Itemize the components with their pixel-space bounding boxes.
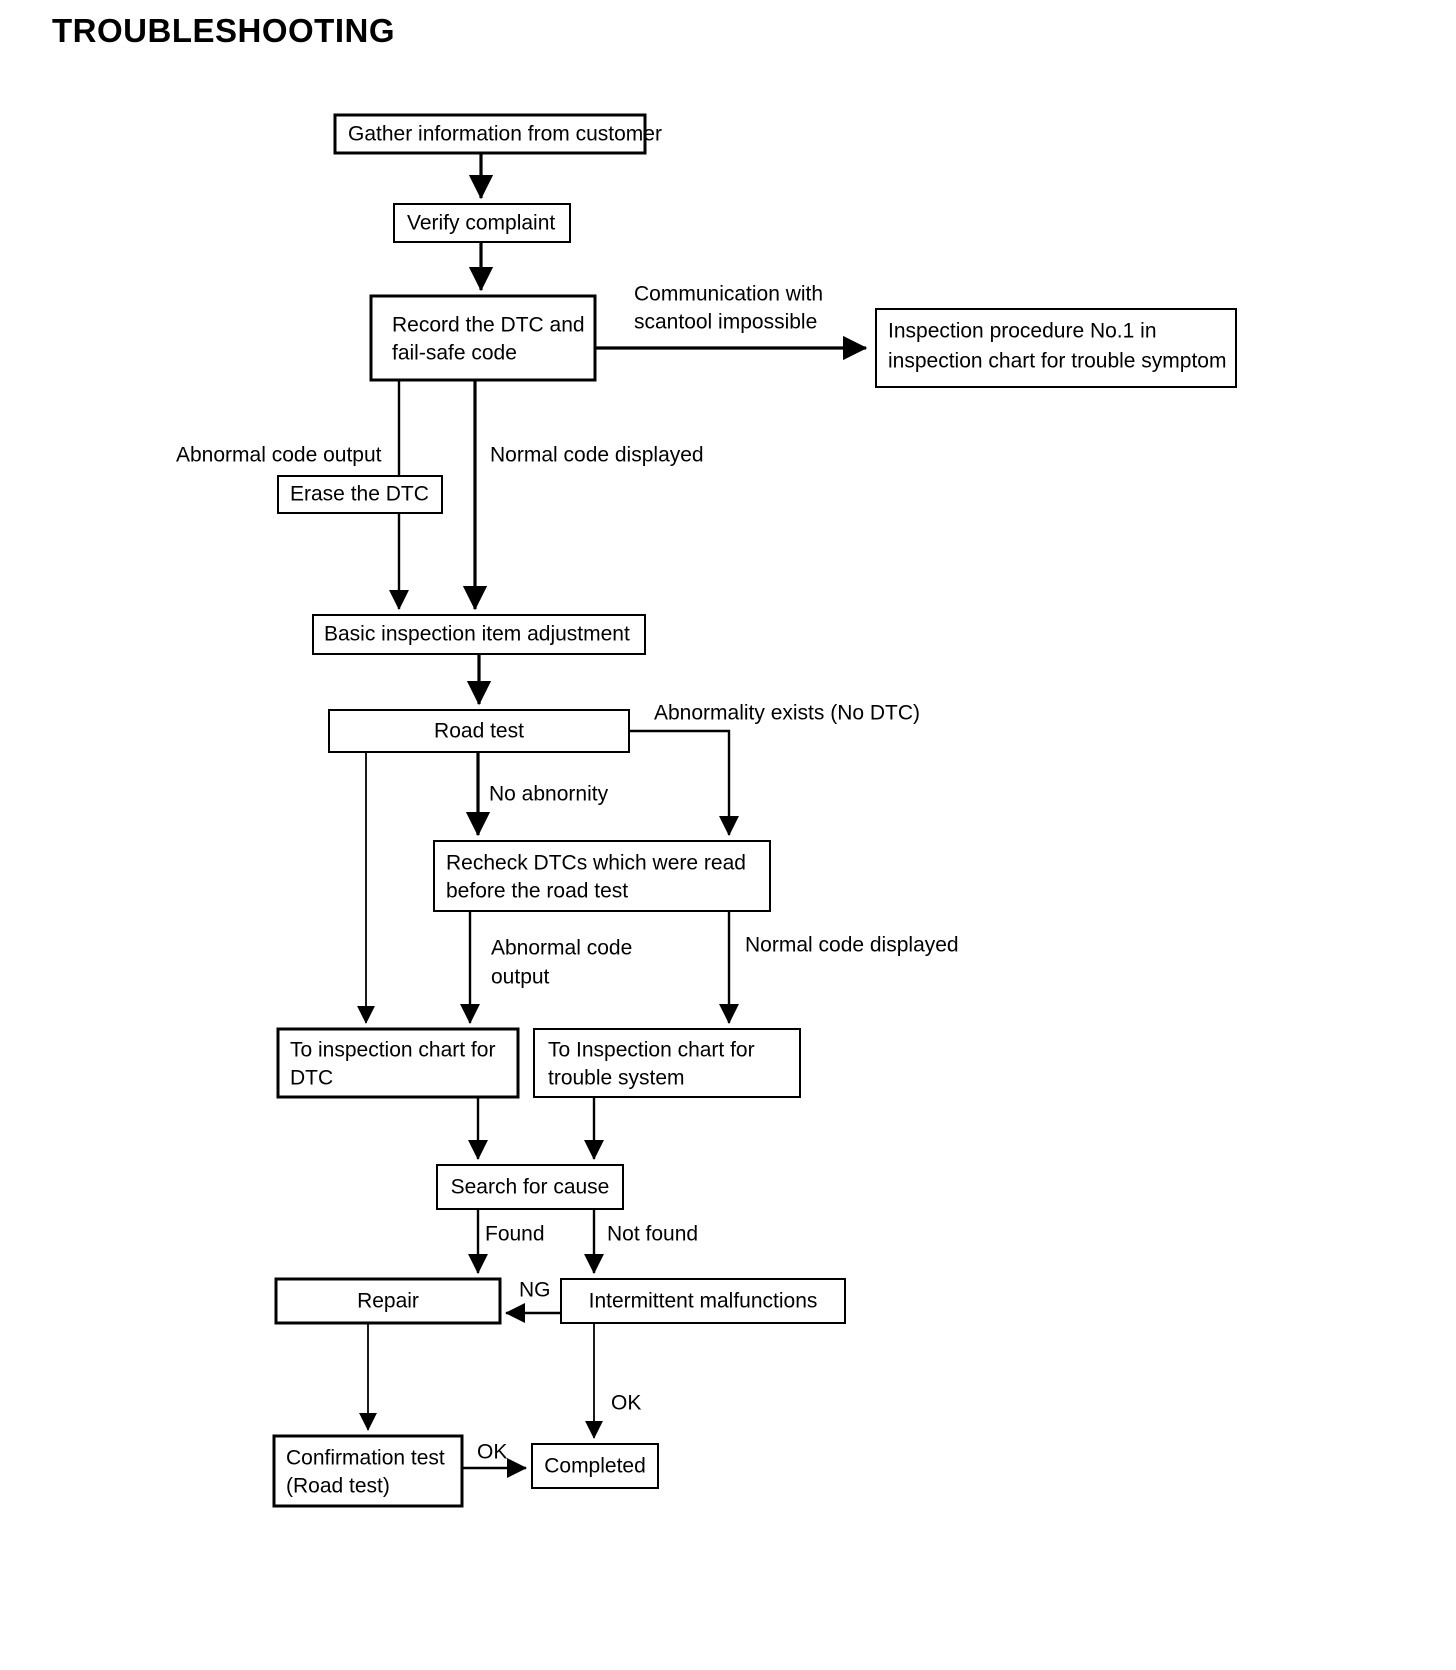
node-label-line2: before the road test	[446, 880, 628, 903]
node-label: Completed	[544, 1455, 646, 1478]
node-label-line1: Recheck DTCs which were read	[446, 852, 746, 875]
node-intermittent-malfunctions[interactable]: Intermittent malfunctions	[560, 1278, 846, 1324]
edge-label-text: Abnormal code output	[176, 444, 382, 467]
node-label-line2: DTC	[290, 1067, 333, 1090]
node-label: Intermittent malfunctions	[589, 1290, 818, 1313]
edge-label-text: OK	[611, 1392, 641, 1415]
edge-label-ok-confirmation: OK	[477, 1441, 507, 1464]
node-label-line1: To Inspection chart for	[548, 1039, 755, 1062]
edge-label-line2: scantool impossible	[634, 311, 817, 334]
node-confirmation-test[interactable]: Confirmation test (Road test)	[272, 1434, 464, 1508]
node-recheck-dtcs[interactable]: Recheck DTCs which were read before the …	[433, 840, 771, 912]
edge-label-abnormality-exists-no-dtc: Abnormality exists (No DTC)	[654, 702, 920, 725]
node-label: Basic inspection item adjustment	[324, 623, 630, 646]
node-label-line2: (Road test)	[286, 1475, 390, 1498]
node-label: Repair	[357, 1290, 419, 1313]
edge-label-ok-intermittent: OK	[611, 1392, 641, 1415]
node-road-test[interactable]: Road test	[328, 709, 630, 753]
node-basic-inspection[interactable]: Basic inspection item adjustment	[312, 614, 646, 655]
node-label: Verify complaint	[407, 212, 555, 235]
edge-label-text: Found	[485, 1223, 545, 1246]
edge-label-line2: output	[491, 966, 550, 989]
node-label-line2: trouble system	[548, 1067, 685, 1090]
edge-label-normal-code-displayed-1: Normal code displayed	[490, 444, 704, 467]
node-verify-complaint[interactable]: Verify complaint	[393, 203, 571, 243]
node-label-line2: inspection chart for trouble symptom	[888, 350, 1226, 373]
node-search-for-cause[interactable]: Search for cause	[436, 1164, 624, 1210]
edge-label-text: Not found	[607, 1223, 698, 1246]
node-repair[interactable]: Repair	[274, 1277, 502, 1325]
node-erase-dtc[interactable]: Erase the DTC	[277, 475, 443, 514]
node-to-inspection-chart-trouble-system[interactable]: To Inspection chart for trouble system	[533, 1028, 801, 1098]
node-label-line1: To inspection chart for	[290, 1039, 495, 1062]
node-inspection-procedure-no1[interactable]: Inspection procedure No.1 in inspection …	[875, 308, 1237, 388]
edge-label-abnormal-code-output-2: Abnormal code output	[491, 937, 632, 989]
edge-label-text: Normal code displayed	[490, 444, 704, 467]
node-label: Road test	[434, 720, 524, 743]
node-label: Erase the DTC	[290, 483, 429, 506]
edge-label-communication-impossible: Communication with scantool impossible	[634, 283, 823, 334]
edge-label-text: NG	[519, 1279, 551, 1302]
edge-label-text: Normal code displayed	[745, 934, 959, 957]
node-to-inspection-chart-dtc[interactable]: To inspection chart for DTC	[276, 1027, 520, 1099]
edge-label-no-abnornity: No abnornity	[489, 783, 609, 806]
edge-label-not-found: Not found	[607, 1223, 698, 1246]
page-title: TROUBLESHOOTING	[52, 12, 395, 49]
edge-label-line1: Abnormal code	[491, 937, 632, 960]
edge-label-abnormal-code-output-1: Abnormal code output	[176, 444, 382, 467]
connector-roadtest-to-recheck-abnormality	[629, 729, 740, 836]
node-label-line1: Confirmation test	[286, 1447, 445, 1470]
edge-label-ng: NG	[519, 1279, 551, 1302]
edge-label-text: No abnornity	[489, 783, 609, 806]
node-label: Search for cause	[451, 1176, 610, 1199]
node-label-line1: Record the DTC and	[392, 314, 585, 337]
edge-label-text: OK	[477, 1441, 507, 1464]
node-label-line2: fail-safe code	[392, 342, 517, 365]
node-gather-information[interactable]: Gather information from customer	[333, 113, 662, 155]
edge-label-normal-code-displayed-2: Normal code displayed	[745, 934, 959, 957]
node-completed[interactable]: Completed	[531, 1443, 659, 1489]
edge-label-text: Abnormality exists (No DTC)	[654, 702, 920, 725]
node-record-dtc[interactable]: Record the DTC and fail-safe code	[369, 294, 597, 382]
edge-label-line1: Communication with	[634, 283, 823, 306]
node-label-line1: Inspection procedure No.1 in	[888, 320, 1157, 343]
node-label: Gather information from customer	[348, 123, 662, 146]
edge-label-found: Found	[485, 1223, 545, 1246]
